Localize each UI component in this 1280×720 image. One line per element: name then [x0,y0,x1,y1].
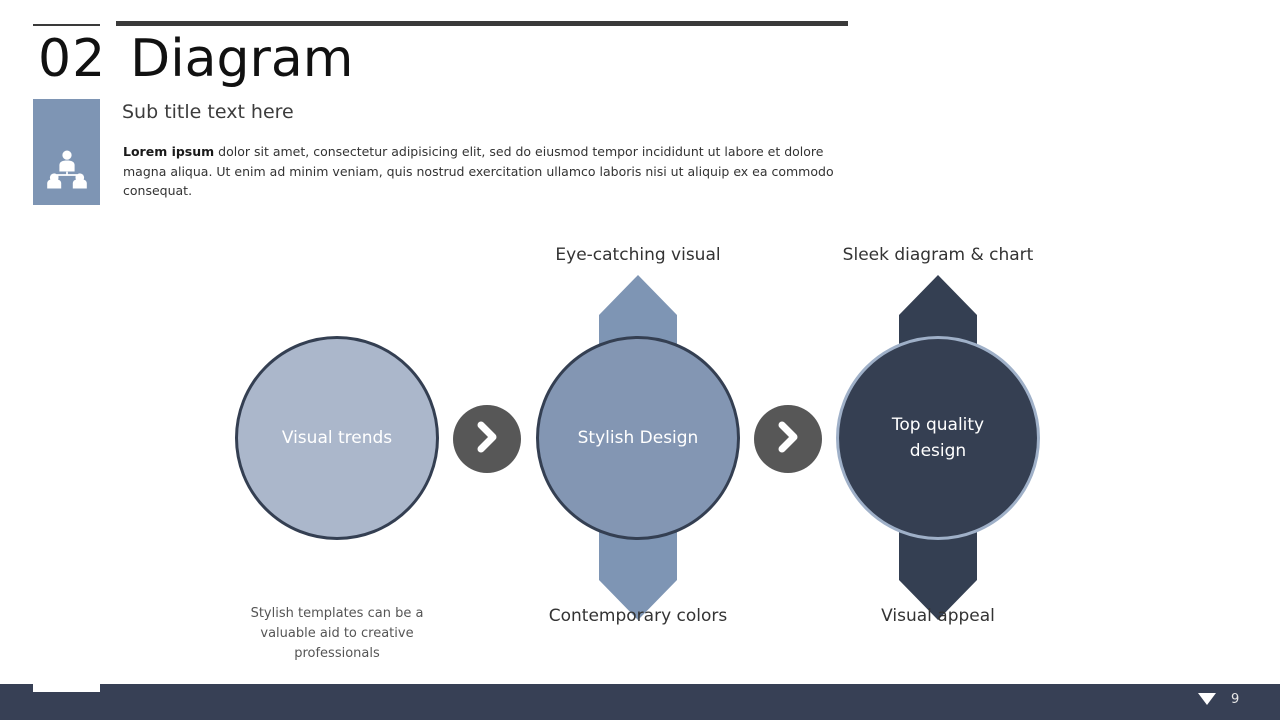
body-lead: Lorem ipsum [123,144,215,159]
step-1-caption: Stylish templates can be a valuable aid … [250,606,424,661]
page-subtitle: Sub title text here [122,101,294,123]
section-number: 02 [38,29,107,89]
step-2-bottom-label: Contemporary colors [548,606,728,626]
step-circle-3[interactable]: Top quality design [836,336,1040,540]
page-title: 02 Diagram [38,33,353,85]
header-rule-long [116,21,848,26]
footer-bar [0,684,1280,720]
step-circle-1[interactable]: Visual trends [235,336,439,540]
people-group-icon-box [33,99,100,205]
body-rest: dolor sit amet, consectetur adipisicing … [123,144,834,198]
step-3-top-label: Sleek diagram & chart [842,245,1034,265]
step-3-bottom-label: Visual appeal [881,606,995,626]
chevron-right-icon [775,421,801,458]
header-rule-short [33,24,100,26]
step-circle-2[interactable]: Stylish Design [536,336,740,540]
triangle-down-icon[interactable] [1198,693,1216,705]
page-number: 9 [1231,692,1240,707]
title-text: Diagram [130,29,354,89]
chevron-right-icon [474,421,500,458]
people-group-icon [45,148,89,195]
footer-notch [33,676,100,692]
step-2-top-label: Eye-catching visual [555,245,721,265]
connector-arrow-1[interactable] [453,405,521,473]
connector-arrow-2[interactable] [754,405,822,473]
step-circle-3-label: Top quality design [891,415,985,461]
body-paragraph: Lorem ipsum dolor sit amet, consectetur … [123,142,835,201]
step-circle-2-label: Stylish Design [577,428,699,448]
step-circle-1-label: Visual trends [281,428,393,448]
